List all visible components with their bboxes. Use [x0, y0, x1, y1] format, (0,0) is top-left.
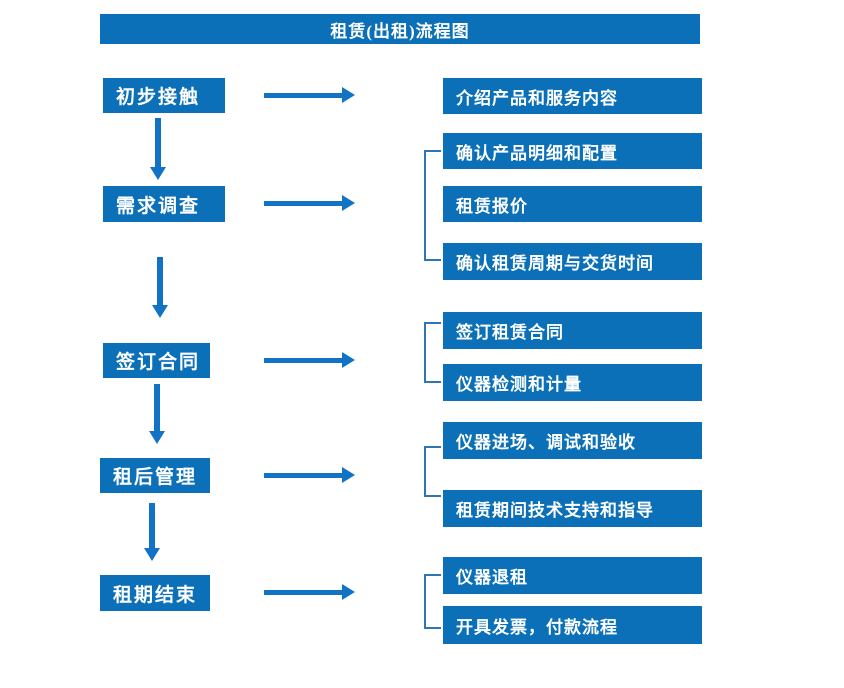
- right-arrow-2: [264, 195, 355, 211]
- right-arrow-1-shaft: [264, 92, 344, 98]
- output-box-confirm-product-details: 确认产品明细和配置: [443, 133, 702, 169]
- right-arrow-1-head: [342, 87, 355, 103]
- output-box-invoice-payment-process: 开具发票，付款流程: [443, 606, 702, 644]
- right-arrow-2-shaft: [264, 200, 344, 206]
- down-arrow-4-head: [144, 548, 160, 561]
- right-arrow-3-shaft: [264, 357, 344, 363]
- down-arrow-3-head: [149, 431, 165, 444]
- step-box-initial-contact: 初步接触: [103, 78, 225, 113]
- right-arrow-4: [264, 467, 355, 483]
- down-arrow-3: [149, 384, 165, 444]
- right-arrow-1: [264, 87, 355, 103]
- down-arrow-1-shaft: [155, 118, 161, 168]
- down-arrow-3-shaft: [154, 384, 160, 432]
- down-arrow-2-head: [152, 305, 168, 318]
- output-box-technical-support-guidance: 租赁期间技术支持和指导: [443, 490, 702, 527]
- step-box-demand-survey: 需求调查: [103, 186, 225, 222]
- bracket-group-4: [424, 446, 441, 497]
- right-arrow-5-head: [342, 584, 355, 600]
- output-box-introduce-products-services: 介绍产品和服务内容: [443, 78, 702, 114]
- down-arrow-1: [150, 118, 166, 180]
- bracket-group-3: [424, 322, 441, 383]
- right-arrow-2-head: [342, 195, 355, 211]
- down-arrow-2: [152, 257, 168, 318]
- step-box-rental-end: 租期结束: [100, 575, 210, 611]
- output-box-instrument-inspection-metering: 仪器检测和计量: [443, 364, 702, 401]
- bracket-group-5: [424, 574, 441, 629]
- output-box-instrument-entry-debug-acceptance: 仪器进场、调试和验收: [443, 422, 702, 459]
- down-arrow-4: [144, 503, 160, 561]
- flowchart-title: 租赁(出租)流程图: [100, 14, 700, 44]
- down-arrow-4-shaft: [149, 503, 155, 549]
- output-box-rental-quotation: 租赁报价: [443, 186, 702, 222]
- right-arrow-4-shaft: [264, 472, 344, 478]
- right-arrow-5: [264, 584, 355, 600]
- right-arrow-3: [264, 352, 355, 368]
- output-box-confirm-rental-period-delivery: 确认租赁周期与交货时间: [443, 243, 702, 280]
- right-arrow-3-head: [342, 352, 355, 368]
- down-arrow-1-head: [150, 167, 166, 180]
- output-box-instrument-return: 仪器退租: [443, 557, 702, 594]
- bracket-group-2: [424, 150, 441, 261]
- step-box-sign-contract: 签订合同: [103, 343, 210, 378]
- right-arrow-4-head: [342, 467, 355, 483]
- step-box-post-rental-management: 租后管理: [100, 458, 210, 493]
- output-box-sign-rental-contract: 签订租赁合同: [443, 312, 702, 349]
- right-arrow-5-shaft: [264, 589, 344, 595]
- down-arrow-2-shaft: [157, 257, 163, 306]
